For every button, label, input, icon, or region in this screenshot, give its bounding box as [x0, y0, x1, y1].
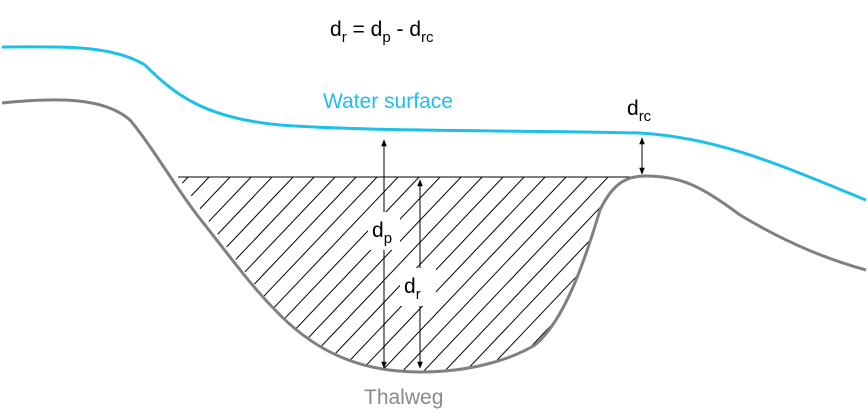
dr-label: dr: [404, 275, 421, 303]
equation-label: dr = dp - drc: [330, 18, 434, 46]
hatch-line: [178, 177, 191, 372]
hatch-line: [178, 177, 317, 372]
hatch-line: [377, 177, 569, 372]
hatch-line: [356, 177, 548, 372]
hatch-line: [209, 177, 401, 372]
hatch-line: [419, 177, 611, 372]
hatch-line: [398, 177, 590, 372]
hatch-line: [188, 177, 380, 372]
bed-profile-line: [1, 98, 867, 374]
hatch-line: [293, 177, 485, 372]
hatch-line: [178, 177, 212, 372]
dp-label: dp: [372, 219, 392, 247]
water-surface-line: [1, 45, 867, 202]
hatch-line: [230, 177, 422, 372]
hatch-line: [178, 177, 254, 372]
water-surface-label: Water surface: [323, 90, 453, 113]
pool-hatching: [178, 177, 642, 372]
hatch-line: [461, 177, 642, 372]
hatch-line: [178, 177, 296, 372]
drc-label: drc: [627, 97, 652, 125]
hatch-line: [178, 177, 233, 372]
hatch-line: [178, 177, 338, 372]
hatch-line: [178, 177, 359, 372]
thalweg-label: Thalweg: [364, 386, 443, 409]
hatch-line: [524, 177, 642, 372]
